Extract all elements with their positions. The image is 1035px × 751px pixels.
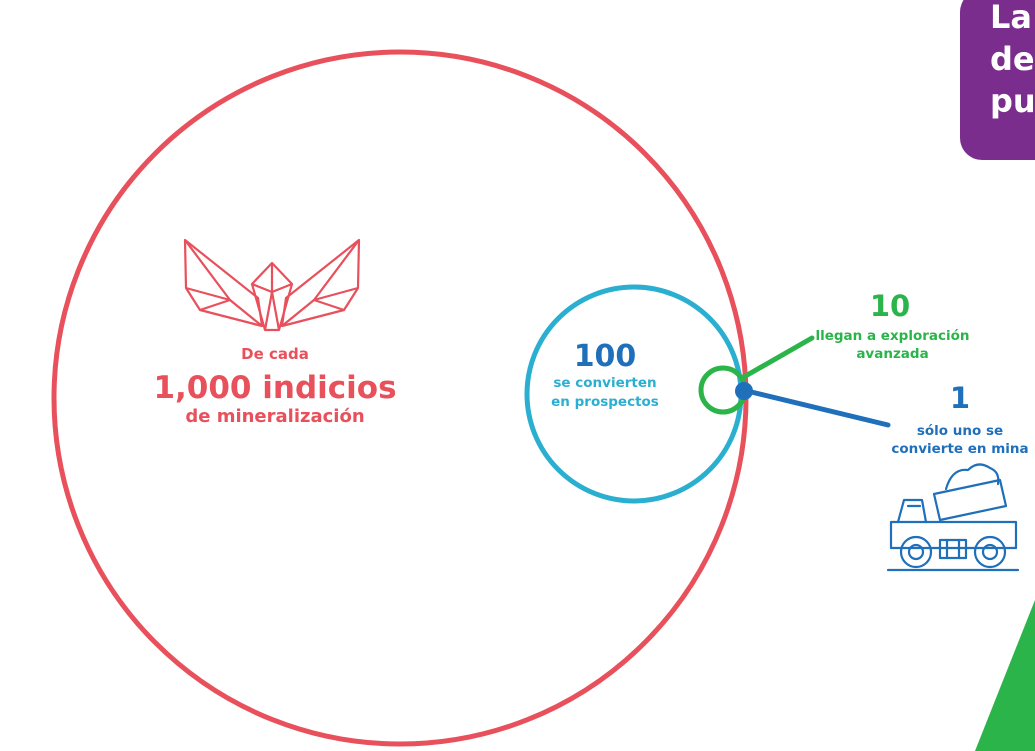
banner-line-3: pu <box>990 82 1035 120</box>
mining-truck-icon <box>886 463 1020 572</box>
indicios-pre-label: De cada <box>241 345 309 363</box>
prospectos-number: 100 <box>573 339 637 374</box>
exploracion-line-1: llegan a exploración <box>815 328 970 344</box>
mina-number: 1 <box>949 381 971 415</box>
mina-line-2: convierte en mina <box>891 441 1029 457</box>
banner-line-2: de <box>990 40 1035 78</box>
exploracion-number: 10 <box>869 289 911 323</box>
exploracion-line-2: avanzada <box>856 346 929 362</box>
prospectos-line-1: se convierten <box>553 375 657 391</box>
title-banner: La de pu <box>960 0 1035 160</box>
banner-line-1: La <box>990 0 1032 36</box>
exploracion-connector <box>739 335 815 381</box>
mina-line-1: sólo uno se <box>916 423 1004 439</box>
green-triangle-shape <box>975 600 1035 751</box>
indicios-post-label: de mineralización <box>185 406 365 427</box>
prospectos-line-2: en prospectos <box>551 394 659 410</box>
crystal-icon <box>183 238 361 332</box>
indicios-count-label: 1,000 indicios <box>153 370 397 406</box>
mina-dot <box>735 382 753 400</box>
mina-connector <box>740 387 891 428</box>
